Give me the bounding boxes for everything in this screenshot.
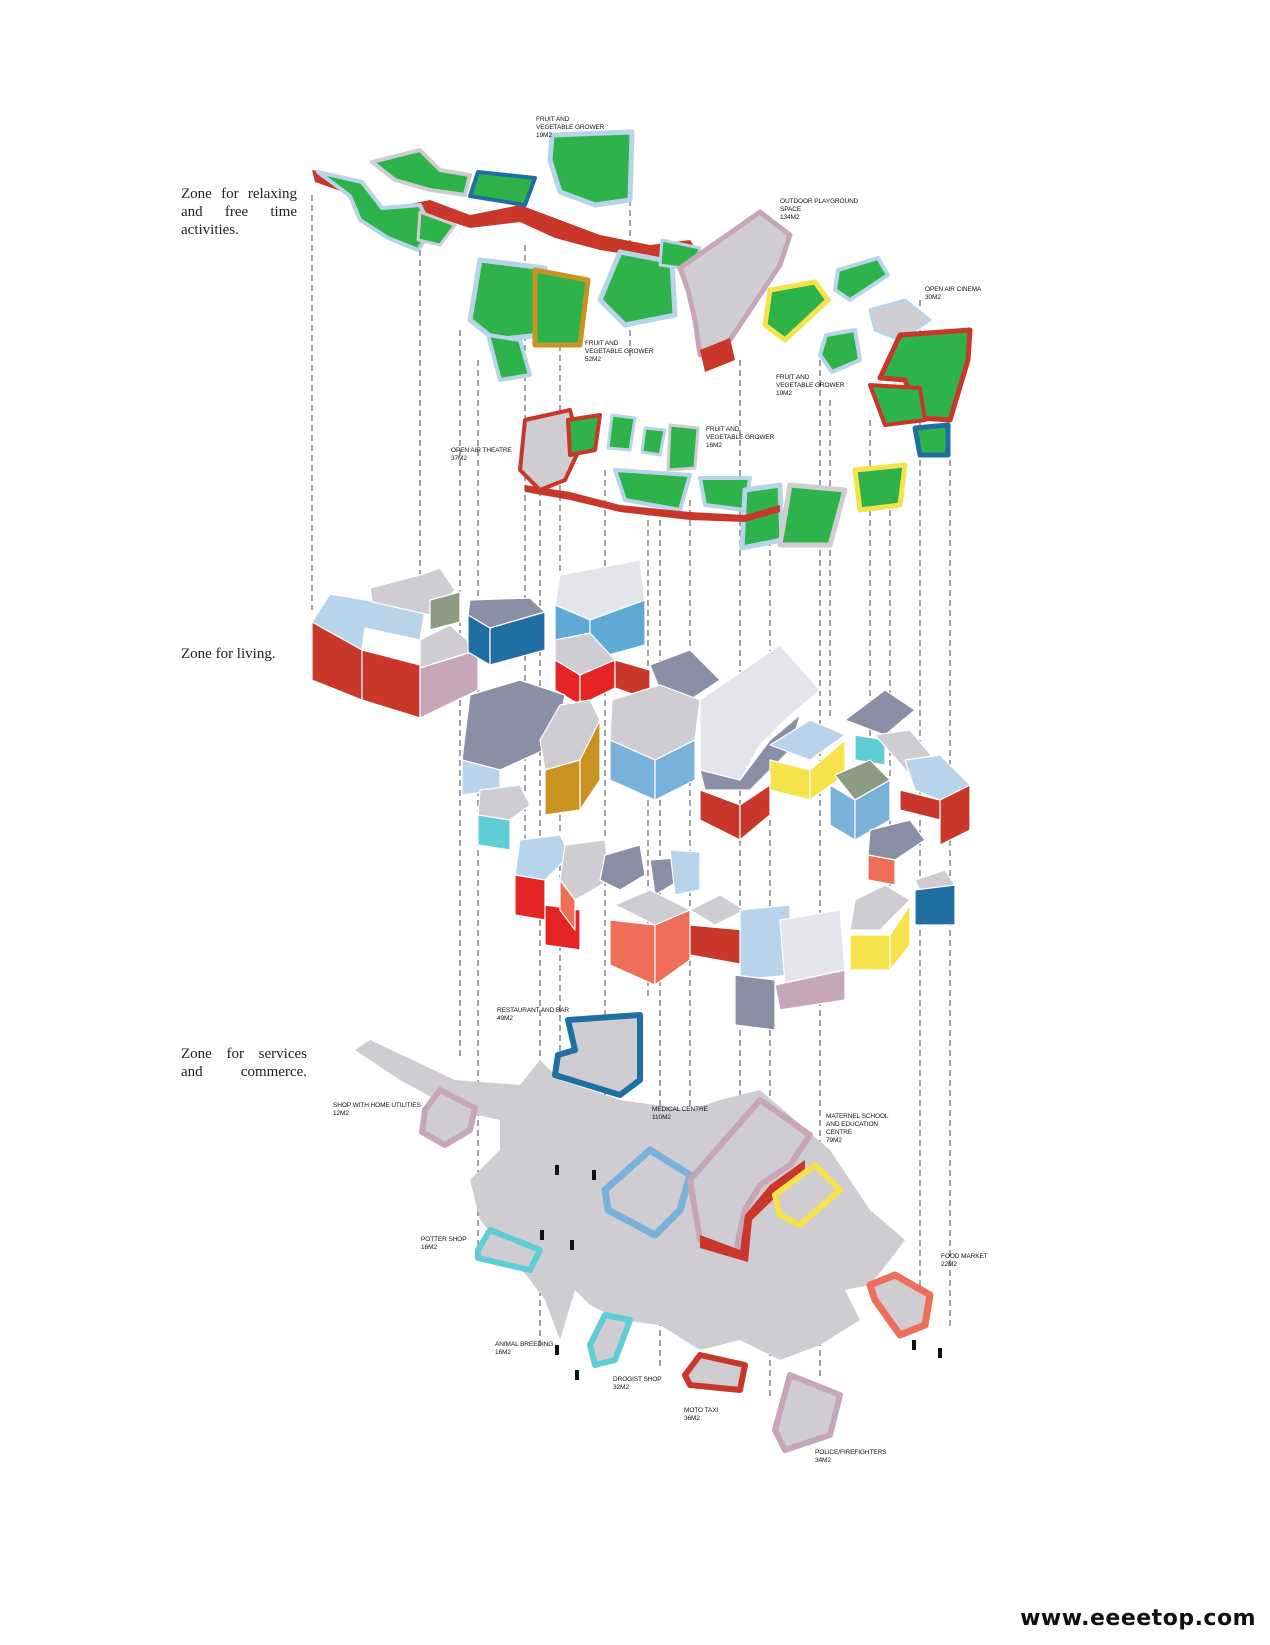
block-top: [669, 849, 701, 896]
label-fruit-grower-1: FRUIT AND VEGETABLE GROWER 19M2: [536, 116, 605, 139]
label-drogist-shop: DROGIST SHOP 32M2: [613, 1376, 662, 1391]
zone-title-living: Zone for living.: [181, 646, 276, 662]
label-fruit-grower-2: FRUIT AND VEGETABLE GROWER 52M2: [585, 340, 654, 363]
green-roof: [370, 148, 472, 197]
drogist-outline: [587, 1312, 633, 1368]
block-side: [361, 649, 421, 719]
label-fruit-grower-4: FRUIT AND VEGETABLE GROWER 16M2: [706, 426, 775, 449]
block-top: [559, 839, 611, 901]
block-side: [419, 649, 479, 719]
block-side: [899, 789, 941, 821]
block-side: [609, 919, 656, 986]
medical-outline: [601, 1146, 694, 1239]
green-roof: [666, 423, 700, 472]
block-side: [769, 759, 811, 801]
food-market-outline: [866, 1271, 934, 1339]
block-top: [844, 689, 916, 736]
label-open-air-theatre: OPEN AIR THEATRE 37M2: [451, 447, 512, 462]
green-roof: [606, 413, 637, 452]
yellow-roof: [762, 279, 831, 343]
outdoor-playground-roof: [677, 209, 793, 358]
block-side: [559, 879, 576, 931]
block-side: [854, 734, 886, 766]
label-open-air-cinema: OPEN AIR CINEMA 30M2: [925, 286, 982, 301]
green-roof: [877, 327, 973, 423]
label-medical-centre: MEDICAL CENTRE 110M2: [652, 1106, 708, 1121]
block-side: [939, 784, 971, 846]
shop-home-outline: [419, 1087, 478, 1148]
block-top: [599, 844, 646, 891]
label-police-firefighters: POLICE/FIREFIGHTERS 34M2: [815, 1449, 887, 1464]
label-food-market: FOOD MARKET 22M2: [941, 1253, 988, 1268]
outdoor-playground-edge: [700, 338, 735, 372]
block-side: [734, 974, 776, 1031]
entrance-markers: [540, 1165, 942, 1380]
zone-title-services: Zone for services and commerce.: [181, 1046, 307, 1080]
block-side: [654, 909, 691, 986]
ring-edge-strip: [525, 485, 780, 522]
cinema-roof: [868, 298, 932, 342]
green-roof: [547, 129, 635, 208]
living-zone-layer: [311, 559, 971, 1031]
green-roof: [868, 383, 927, 427]
green-roof: [467, 257, 548, 343]
green-roof: [777, 482, 848, 548]
label-fruit-grower-3: FRUIT AND VEGETABLE GROWER 19M2: [776, 374, 845, 397]
block-side: [739, 784, 771, 841]
label-maternel-school: MATERNEL SCHOOL AND EDUCATION CENTRE 79M…: [826, 1113, 889, 1144]
block-side: [889, 904, 911, 971]
green-roof: [613, 468, 692, 512]
label-outdoor-playground: OUTDOOR PLAYGROUND SPACE 134M2: [780, 198, 859, 221]
label-moto-taxi: MOTO TAXI 36M2: [684, 1407, 719, 1422]
green-roof: [416, 210, 457, 247]
yellow-roof: [852, 462, 908, 513]
block-side: [654, 739, 696, 801]
maternel-outline: [687, 1097, 813, 1258]
police-outline: [772, 1372, 843, 1453]
block-side: [579, 719, 601, 811]
theatre-roof: [518, 408, 582, 492]
block-top: [769, 719, 846, 761]
restaurant-outline: [552, 1012, 643, 1098]
label-restaurant-bar: RESTAURANT AND BAR 49M2: [497, 1007, 570, 1022]
block-side: [699, 789, 741, 841]
zone-title-relaxing: Zone for relaxing and free time activiti…: [181, 186, 297, 238]
maternel-yellow-outline: [772, 1162, 843, 1228]
maternel-inner-red: [700, 1160, 805, 1262]
block-side: [544, 759, 581, 816]
potter-outline: [475, 1227, 543, 1273]
green-roof: [833, 256, 890, 302]
block-side: [477, 814, 511, 851]
label-animal-breeding: ANIMAL BREEDING 16M2: [495, 1341, 554, 1356]
green-roof: [818, 328, 862, 374]
green-roof: [486, 333, 532, 382]
green-roof: [468, 170, 537, 207]
block-top: [849, 884, 911, 931]
label-shop-home-utilities: SHOP WITH HOME UTILITIES 12M2: [333, 1102, 421, 1117]
green-roof: [640, 426, 667, 457]
green-roof: [532, 267, 591, 348]
label-potter-shop: POTTER SHOP 16M2: [421, 1236, 467, 1251]
block-side: [429, 591, 461, 631]
blue-roof: [912, 422, 951, 458]
block-side: [774, 969, 846, 1011]
block-side: [867, 854, 896, 886]
services-zone-layer: [355, 1012, 942, 1453]
block-side: [914, 884, 956, 926]
block-side: [854, 779, 891, 841]
roof-edge-strip: [312, 170, 700, 258]
block-side: [849, 934, 891, 971]
block-side: [489, 611, 546, 666]
green-roof: [566, 413, 602, 457]
block-side: [689, 924, 746, 966]
block-top: [689, 894, 746, 926]
moto-taxi-outline: [682, 1352, 748, 1393]
relaxing-zone-layer: [312, 129, 973, 551]
block-top: [867, 819, 926, 861]
watermark: www.eeeetop.com: [1020, 1606, 1256, 1631]
block-top: [477, 784, 531, 821]
block-side: [514, 874, 546, 921]
block-top: [514, 834, 571, 881]
